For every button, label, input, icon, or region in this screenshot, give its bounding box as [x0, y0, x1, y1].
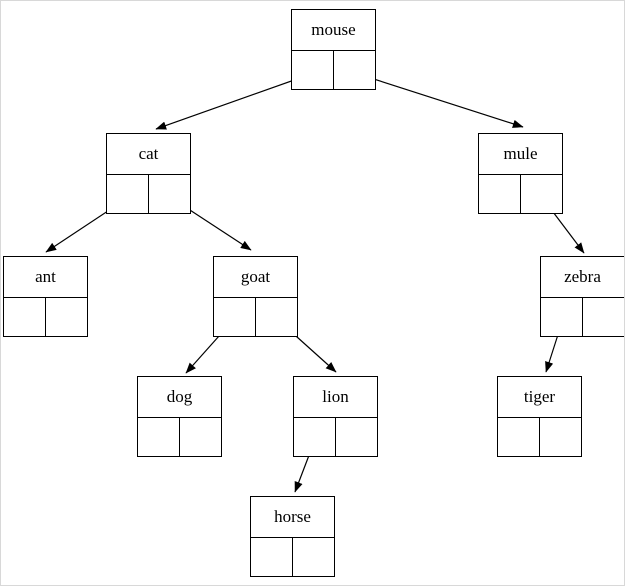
node-pointers-tiger — [498, 418, 581, 456]
node-pointers-lion — [294, 418, 377, 456]
edge-mouse-right-to-mule — [354, 72, 524, 128]
tree-node-mouse[interactable]: mouse — [291, 9, 376, 90]
node-left-pointer-tiger[interactable] — [498, 418, 540, 456]
node-pointers-goat — [214, 298, 297, 336]
node-left-pointer-mule[interactable] — [479, 175, 521, 213]
tree-node-tiger[interactable]: tiger — [497, 376, 582, 457]
tree-node-ant[interactable]: ant — [3, 256, 88, 337]
node-left-pointer-dog[interactable] — [138, 418, 180, 456]
node-pointers-ant — [4, 298, 87, 336]
node-right-pointer-mouse[interactable] — [334, 51, 375, 89]
node-pointers-zebra — [541, 298, 624, 336]
node-right-pointer-tiger[interactable] — [540, 418, 581, 456]
tree-node-goat[interactable]: goat — [213, 256, 298, 337]
node-left-pointer-goat[interactable] — [214, 298, 256, 336]
tree-node-mule[interactable]: mule — [478, 133, 563, 214]
tree-node-zebra[interactable]: zebra — [540, 256, 624, 337]
tree-node-cat[interactable]: cat — [106, 133, 191, 214]
tree-node-dog[interactable]: dog — [137, 376, 222, 457]
tree-node-horse[interactable]: horse — [250, 496, 335, 577]
node-pointers-dog — [138, 418, 221, 456]
node-left-pointer-horse[interactable] — [251, 538, 293, 576]
node-right-pointer-ant[interactable] — [46, 298, 87, 336]
node-left-pointer-ant[interactable] — [4, 298, 46, 336]
node-right-pointer-goat[interactable] — [256, 298, 297, 336]
node-left-pointer-lion[interactable] — [294, 418, 336, 456]
node-right-pointer-zebra[interactable] — [583, 298, 624, 336]
node-right-pointer-mule[interactable] — [521, 175, 562, 213]
node-label-lion: lion — [294, 377, 377, 418]
node-right-pointer-dog[interactable] — [180, 418, 221, 456]
node-pointers-cat — [107, 175, 190, 213]
node-label-dog: dog — [138, 377, 221, 418]
node-left-pointer-cat[interactable] — [107, 175, 149, 213]
node-left-pointer-mouse[interactable] — [292, 51, 334, 89]
node-right-pointer-cat[interactable] — [149, 175, 190, 213]
node-label-ant: ant — [4, 257, 87, 298]
node-pointers-horse — [251, 538, 334, 576]
node-label-horse: horse — [251, 497, 334, 538]
node-pointers-mouse — [292, 51, 375, 89]
node-label-zebra: zebra — [541, 257, 624, 298]
node-left-pointer-zebra[interactable] — [541, 298, 583, 336]
node-label-mouse: mouse — [292, 10, 375, 51]
node-pointers-mule — [479, 175, 562, 213]
node-label-goat: goat — [214, 257, 297, 298]
node-label-cat: cat — [107, 134, 190, 175]
node-label-tiger: tiger — [498, 377, 581, 418]
node-right-pointer-lion[interactable] — [336, 418, 377, 456]
node-right-pointer-horse[interactable] — [293, 538, 334, 576]
tree-node-lion[interactable]: lion — [293, 376, 378, 457]
node-label-mule: mule — [479, 134, 562, 175]
